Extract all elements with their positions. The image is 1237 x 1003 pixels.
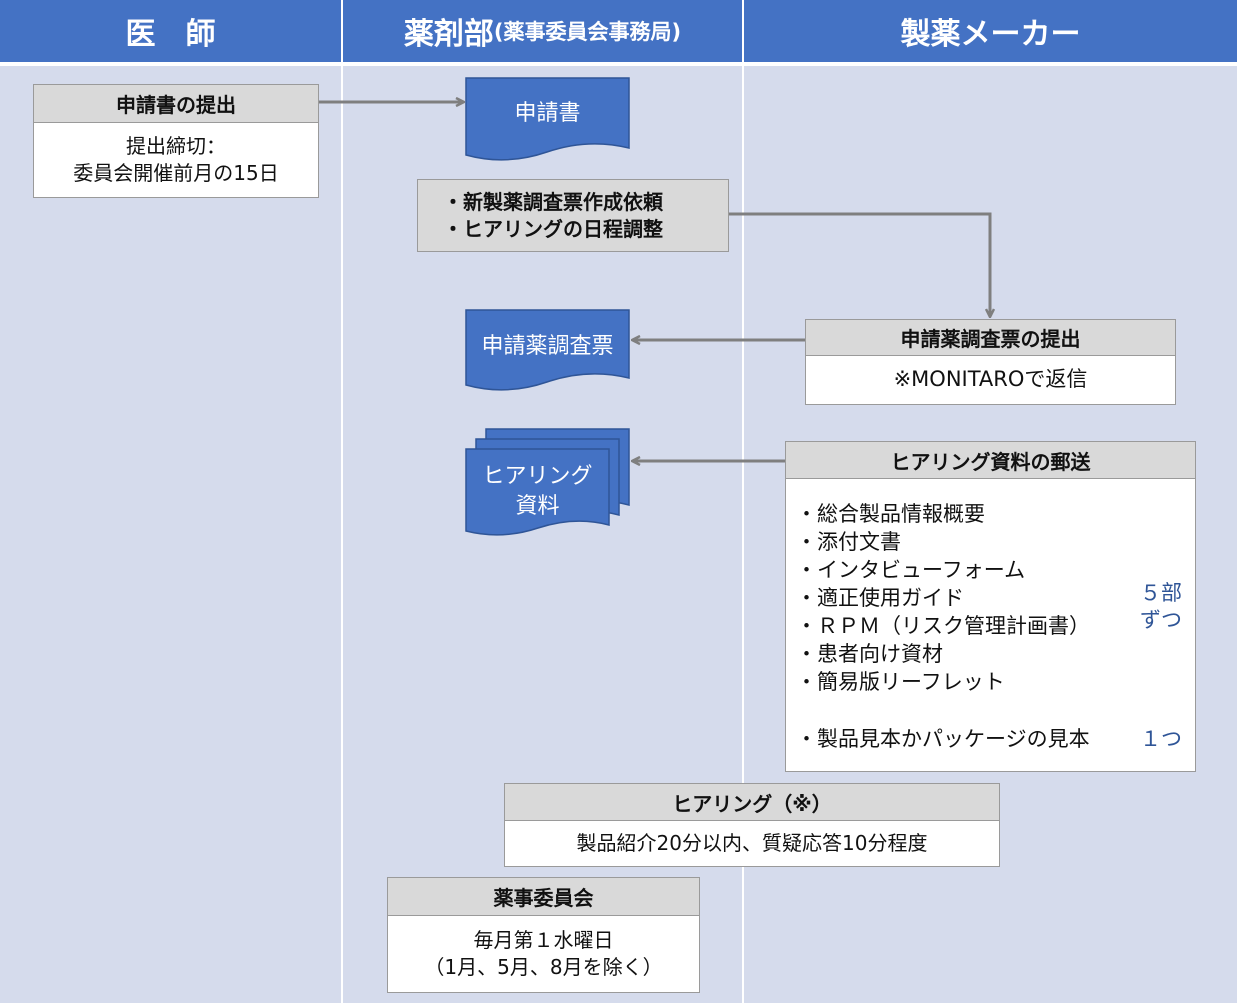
submit-survey-title: 申請薬調査票の提出	[806, 320, 1175, 356]
lane-divider-right	[742, 0, 744, 1003]
header-doctor-label: 医 師	[125, 17, 216, 52]
submit-deadline-label: 提出締切：	[126, 133, 226, 158]
request-box: ・新製薬調査票作成依頼 ・ヒアリングの日程調整	[417, 179, 729, 252]
arrow-request-to-maker	[729, 212, 990, 316]
list-item: ・インタビューフォーム	[796, 558, 1026, 582]
hearing-body: 製品紹介20分以内、質疑応答10分程度	[576, 830, 928, 855]
send-materials-title: ヒアリング資料の郵送	[786, 442, 1195, 479]
submit-application-body: 提出締切： 委員会開催前月の15日	[34, 123, 318, 196]
document-hearing-stack	[465, 428, 630, 536]
list-item: ・簡易版リーフレット	[796, 670, 1005, 694]
document-application-label: 申請書	[514, 101, 581, 127]
materials-list: ・総合製品情報概要 ・添付文書 ・インタビューフォーム ・適正使用ガイド ・ＲＰ…	[796, 500, 1090, 696]
submit-survey-box: 申請薬調査票の提出 ※MONITAROで返信	[805, 319, 1176, 405]
send-materials-box: ヒアリング資料の郵送	[785, 441, 1196, 772]
sample-quantity: １つ	[1140, 727, 1182, 751]
committee-body: 毎月第１水曜日 （1月、5月、8月を除く）	[388, 916, 699, 991]
committee-title: 薬事委員会	[388, 878, 699, 916]
submit-application-title: 申請書の提出	[34, 85, 318, 123]
materials-quantity: ５部 ずつ	[1140, 581, 1182, 632]
submit-survey-body: ※MONITAROで返信	[893, 367, 1088, 392]
list-item: ・患者向け資材	[796, 642, 943, 666]
list-item: ・添付文書	[796, 530, 901, 554]
committee-exceptions: （1月、5月、8月を除く）	[424, 954, 663, 979]
list-item: ・適正使用ガイド	[796, 586, 964, 610]
list-item: ・総合製品情報概要	[796, 502, 985, 526]
lane-divider-left	[341, 0, 343, 1003]
header-separator	[0, 62, 1237, 66]
hearing-title: ヒアリング（※）	[505, 784, 999, 821]
document-survey-shape	[465, 309, 630, 391]
header-pharmacy: 薬剤部(薬事委員会事務局)	[343, 0, 742, 62]
header-maker-label: 製薬メーカー	[900, 17, 1081, 52]
hearing-box: ヒアリング（※） 製品紹介20分以内、質疑応答10分程度	[504, 783, 1000, 867]
header-pharmacy-label: 薬剤部	[403, 17, 494, 52]
document-hearing-label: ヒアリング 資料	[482, 464, 593, 519]
sample-item: ・製品見本かパッケージの見本	[796, 727, 1090, 751]
request-survey-item: ・新製薬調査票作成依頼	[443, 189, 663, 214]
submit-application-box: 申請書の提出 提出締切： 委員会開催前月の15日	[33, 84, 319, 198]
header-doctor: 医 師	[0, 0, 341, 62]
submit-deadline-value: 委員会開催前月の15日	[73, 160, 279, 185]
committee-box: 薬事委員会 毎月第１水曜日 （1月、5月、8月を除く）	[387, 877, 700, 993]
document-application-shape	[465, 77, 630, 161]
list-item: ・ＲＰＭ（リスク管理計画書）	[796, 614, 1090, 638]
committee-schedule: 毎月第１水曜日	[473, 927, 614, 952]
request-schedule-item: ・ヒアリングの日程調整	[443, 216, 663, 241]
document-survey-label: 申請薬調査票	[481, 334, 614, 360]
header-maker: 製薬メーカー	[744, 0, 1237, 62]
header-pharmacy-sub: (薬事委員会事務局)	[493, 20, 682, 44]
